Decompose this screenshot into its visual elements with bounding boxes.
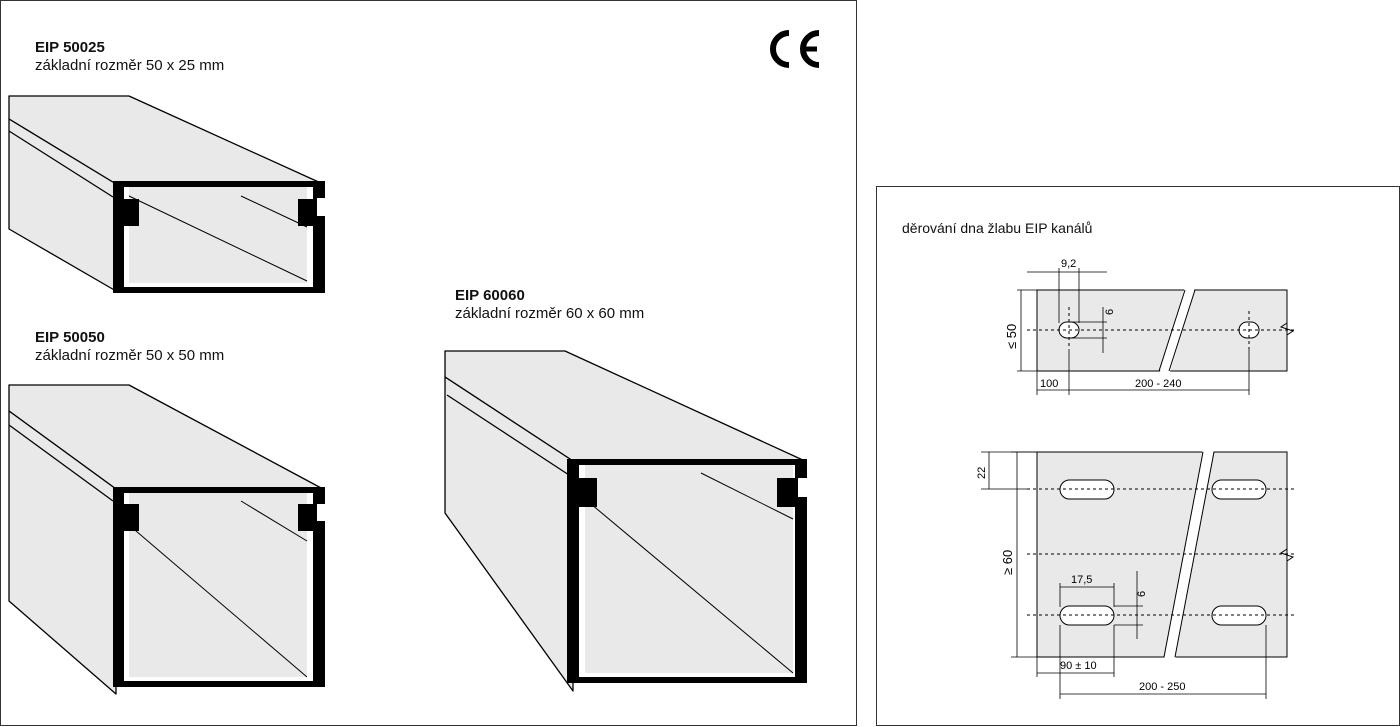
- dim-width-top: ≤ 50: [1004, 324, 1019, 349]
- drilling-strip-bottom: 22 ≥ 60 17,5 6 90 ± 10 200 - 250: [976, 449, 1297, 699]
- trunking-50025-drawing: [8, 95, 325, 293]
- drilling-strip-top: 9,2 6 ≤ 50 100 200 - 240: [1004, 258, 1297, 395]
- model-dimension: základní rozměr 60 x 60 mm: [455, 305, 645, 322]
- dim-hole-height-bottom: 6: [1136, 591, 1148, 597]
- model-name: EIP 50050: [35, 329, 105, 346]
- dim-edge-top: 100: [1040, 378, 1058, 390]
- products-panel: EIP 50025 základní rozměr 50 x 25 mm EIP…: [0, 0, 857, 726]
- drilling-title: děrování dna žlabu EIP kanálů: [902, 220, 1093, 236]
- dim-hole-length: 17,5: [1071, 574, 1092, 586]
- trunking-50050-drawing: [8, 384, 325, 695]
- product-label-50050: EIP 50050 základní rozměr 50 x 50 mm: [35, 329, 224, 365]
- drilling-diagram: 9,2 6 ≤ 50 100 200 - 240: [976, 258, 1297, 699]
- trunking-illustrations: [8, 95, 807, 695]
- dim-spacing-bottom: 200 - 250: [1139, 681, 1185, 693]
- dim-offset-bottom: 22: [976, 467, 988, 479]
- dim-width-bottom: ≥ 60: [1000, 550, 1015, 575]
- dim-hole-height-top: 6: [1104, 309, 1116, 315]
- trunking-60060-drawing: [444, 350, 807, 692]
- ce-mark-icon: [770, 30, 820, 68]
- model-dimension: základní rozměr 50 x 25 mm: [35, 57, 225, 74]
- dim-hole-pitch: 9,2: [1061, 258, 1076, 270]
- model-dimension: základní rozměr 50 x 50 mm: [35, 347, 225, 364]
- model-name: EIP 60060: [455, 287, 525, 304]
- product-label-50025: EIP 50025 základní rozměr 50 x 25 mm: [35, 39, 224, 75]
- dim-spacing-top: 200 - 240: [1135, 378, 1181, 390]
- model-name: EIP 50025: [35, 39, 105, 56]
- drilling-panel: děrování dna žlabu EIP kanálů 9,2 6: [876, 186, 1400, 726]
- product-label-60060: EIP 60060 základní rozměr 60 x 60 mm: [455, 287, 644, 323]
- dim-edge-bottom: 90 ± 10: [1060, 660, 1097, 672]
